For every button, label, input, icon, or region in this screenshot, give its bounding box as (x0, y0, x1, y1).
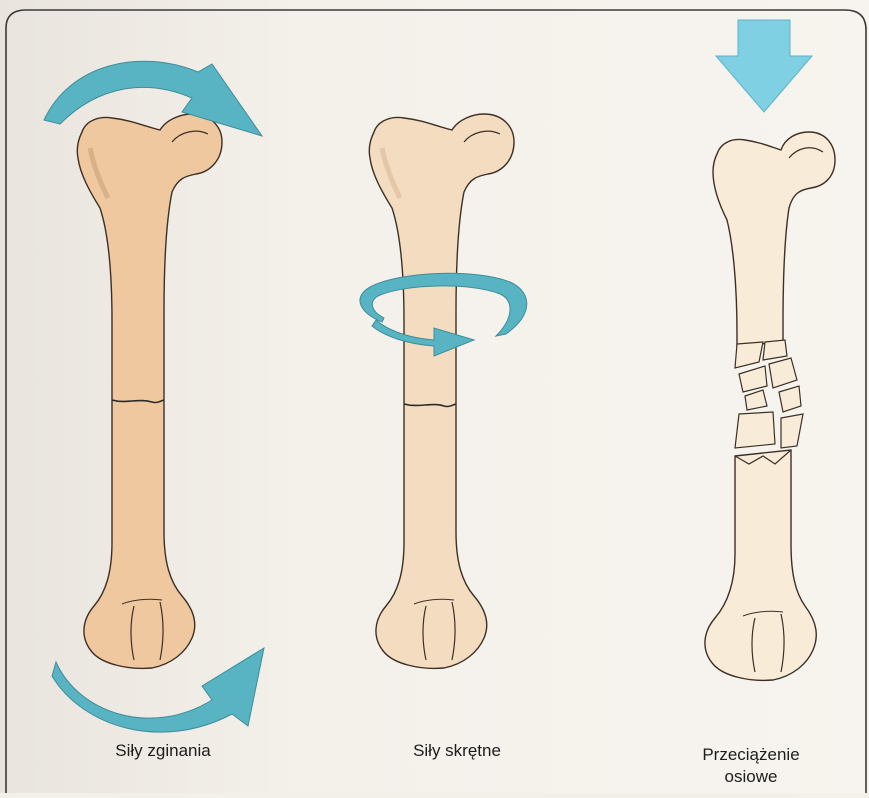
caption-axial: Przeciążenie osiowe (666, 744, 836, 788)
caption-axial-line1: Przeciążenie (666, 744, 836, 766)
caption-torsion: Siły skrętne (372, 740, 542, 762)
caption-axial-line2: osiowe (666, 766, 836, 788)
caption-bending: Siły zginania (78, 740, 248, 762)
